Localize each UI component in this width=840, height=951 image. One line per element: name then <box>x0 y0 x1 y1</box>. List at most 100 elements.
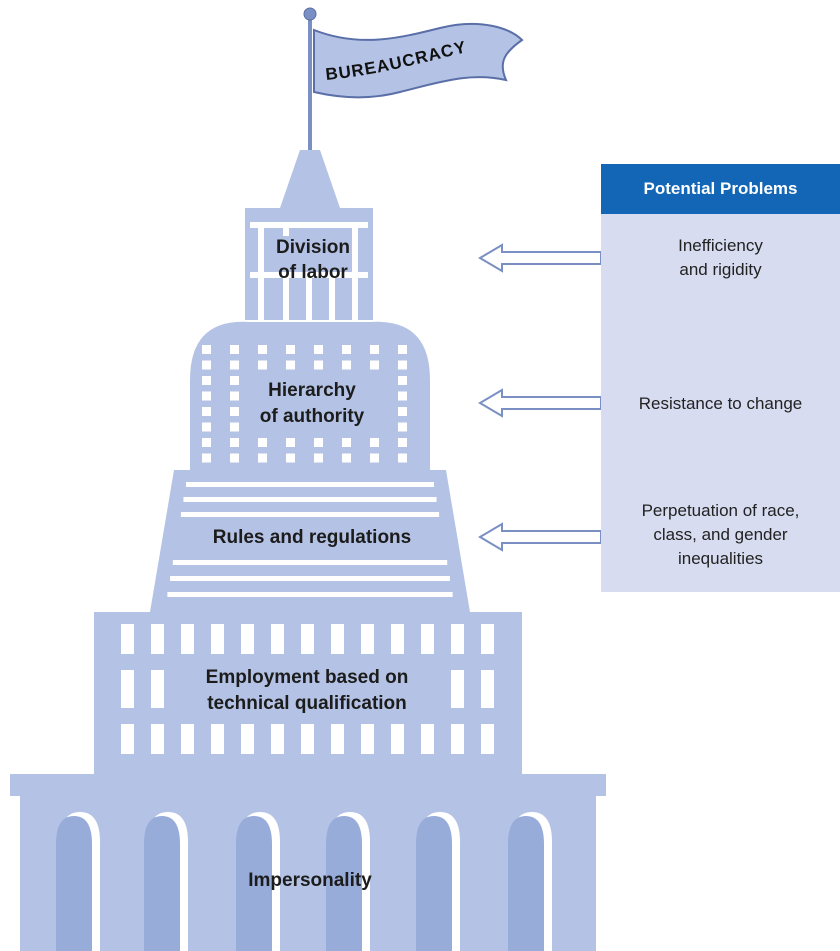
dome-window <box>230 345 239 354</box>
rules-stripe <box>185 482 435 487</box>
employment-window <box>121 624 134 654</box>
rules-stripe <box>183 497 437 502</box>
rules-stripe <box>167 592 453 597</box>
svg-text:Hierarchy: Hierarchy <box>268 380 356 401</box>
svg-text:Division: Division <box>276 237 350 258</box>
employment-window <box>241 624 254 654</box>
dome-window <box>314 345 323 354</box>
employment-window <box>301 624 314 654</box>
employment-window <box>271 724 284 754</box>
dome-window <box>314 453 323 463</box>
dome-window <box>398 391 407 401</box>
problem-perpetuation: Perpetuation of race, class, and gender … <box>641 501 800 568</box>
dome-window <box>370 360 379 370</box>
dome-window <box>286 345 295 354</box>
employment-label: Employment based on technical qualificat… <box>206 667 409 714</box>
dome-window <box>314 360 323 370</box>
dome-window <box>342 360 351 370</box>
problem-resistance: Resistance to change <box>638 394 803 413</box>
employment-window <box>181 624 194 654</box>
employment-window <box>211 624 224 654</box>
employment-window <box>481 724 494 754</box>
employment-window <box>331 724 344 754</box>
dome-window <box>398 345 407 354</box>
base-arches <box>56 812 552 951</box>
dome-window <box>202 376 211 385</box>
problem-arrows <box>478 243 602 552</box>
dome-window <box>202 360 211 370</box>
dome-window <box>286 360 295 370</box>
dome-window <box>202 345 211 354</box>
dome-window <box>398 453 407 463</box>
employment-window <box>391 624 404 654</box>
svg-text:technical qualification: technical qualification <box>207 693 407 714</box>
employment-window <box>241 724 254 754</box>
employment-window <box>421 624 434 654</box>
dome-window <box>342 345 351 354</box>
hierarchy-dome <box>190 321 430 470</box>
employment-window <box>421 724 434 754</box>
dome-window <box>286 453 295 463</box>
impersonality-base <box>20 796 596 951</box>
flagpole-finial <box>303 7 317 21</box>
arch <box>144 816 180 951</box>
employment-window <box>451 724 464 754</box>
employment-window <box>211 724 224 754</box>
dome-window <box>230 376 239 385</box>
employment-window <box>181 724 194 754</box>
dome-window <box>398 438 407 447</box>
dome-window <box>230 407 239 416</box>
employment-window <box>391 724 404 754</box>
arch <box>56 816 92 951</box>
svg-text:of authority: of authority <box>260 406 365 427</box>
impersonality-label: Impersonality <box>248 870 372 891</box>
base-cornice <box>10 774 606 796</box>
employment-window <box>301 724 314 754</box>
employment-window <box>361 624 374 654</box>
employment-window <box>121 724 134 754</box>
svg-text:of labor: of labor <box>278 262 348 283</box>
employment-window <box>451 670 464 708</box>
dome-window <box>230 360 239 370</box>
dome-window <box>202 438 211 447</box>
rules-label: Rules and regulations <box>213 527 411 548</box>
dome-window <box>398 407 407 416</box>
hierarchy-label: Hierarchy of authority <box>260 380 365 427</box>
arch <box>236 816 272 951</box>
dome-window <box>370 438 379 447</box>
arrow <box>478 243 602 273</box>
dome-window <box>398 376 407 385</box>
svg-text:Employment based on: Employment based on <box>206 667 409 688</box>
employment-window <box>361 724 374 754</box>
employment-window <box>151 624 164 654</box>
employment-window <box>121 670 134 708</box>
rules-stripe <box>172 560 448 565</box>
dome-window <box>258 360 267 370</box>
dome-window <box>342 453 351 463</box>
dome-window <box>202 422 211 432</box>
arch <box>508 816 544 951</box>
dome-window <box>342 438 351 447</box>
problems-heading: Potential Problems <box>601 164 840 214</box>
employment-window <box>151 724 164 754</box>
arrow <box>478 388 602 418</box>
arrow <box>478 522 602 552</box>
rules-stripes <box>167 482 453 597</box>
employment-windows <box>121 624 494 754</box>
dome-window <box>230 391 239 401</box>
dome-window <box>202 391 211 401</box>
employment-window <box>481 670 494 708</box>
dome-window <box>286 438 295 447</box>
dome-window <box>258 345 267 354</box>
employment-window <box>151 670 164 708</box>
employment-window <box>481 624 494 654</box>
employment-window <box>331 624 344 654</box>
rules-stripe <box>170 576 450 581</box>
dome-window <box>258 453 267 463</box>
dome-window <box>202 407 211 416</box>
dome-window <box>370 453 379 463</box>
spire <box>280 150 340 208</box>
dome-window <box>230 438 239 447</box>
dome-window <box>398 360 407 370</box>
